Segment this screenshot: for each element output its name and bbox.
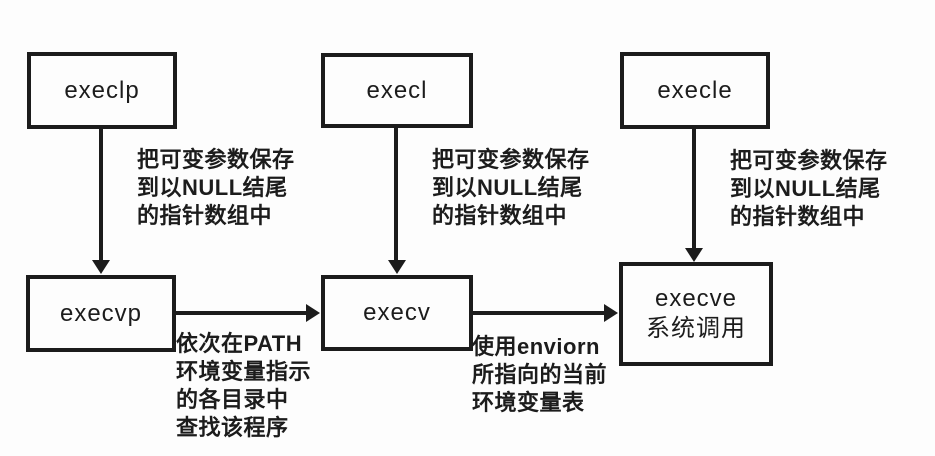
box-execle-label: execle — [657, 76, 733, 104]
arrow-line — [99, 129, 103, 262]
annotation-line: 使用enviorn — [472, 334, 600, 359]
arrow-line — [473, 311, 605, 315]
annotation-line: 到以NULL结尾 — [730, 176, 881, 201]
annotation-line: 的指针数组中 — [730, 204, 866, 229]
box-execve-sublabel: 系统调用 — [646, 315, 746, 342]
annotation-line: 的指针数组中 — [432, 203, 568, 228]
arrow-line — [692, 129, 696, 249]
annotation-execl-arrow: 把可变参数保存 到以NULL结尾 的指针数组中 — [432, 146, 590, 230]
box-execle: execle — [620, 52, 770, 129]
arrow-right-icon — [604, 304, 618, 322]
annotation-line: 到以NULL结尾 — [432, 175, 583, 200]
annotation-execv-environ: 使用enviorn 所指向的当前 环境变量表 — [472, 333, 607, 417]
annotation-execvp-path-search: 依次在PATH 环境变量指示 的各目录中 查找该程序 — [176, 330, 311, 442]
annotation-line: 把可变参数保存 — [432, 147, 590, 172]
box-execv-label: execv — [363, 299, 431, 326]
arrow-down-icon — [92, 260, 110, 274]
box-execve: execve 系统调用 — [619, 262, 773, 366]
annotation-line: 把可变参数保存 — [137, 147, 295, 172]
annotation-line: 查找该程序 — [176, 415, 289, 440]
arrow-down-icon — [685, 248, 703, 262]
box-execlp-label: execlp — [64, 76, 140, 104]
annotation-line: 的各目录中 — [176, 387, 289, 412]
annotation-line: 把可变参数保存 — [730, 148, 888, 173]
annotation-line: 所指向的当前 — [472, 362, 608, 387]
box-execl: execl — [321, 53, 473, 128]
annotation-line: 环境变量表 — [472, 390, 585, 415]
arrow-line — [176, 311, 308, 315]
arrow-line — [394, 128, 398, 262]
box-execl-label: execl — [366, 76, 428, 104]
annotation-line: 环境变量指示 — [176, 359, 312, 384]
arrow-down-icon — [388, 260, 406, 274]
annotation-execle-arrow: 把可变参数保存 到以NULL结尾 的指针数组中 — [730, 147, 888, 231]
annotation-line: 依次在PATH — [176, 331, 303, 356]
box-execvp-label: execvp — [59, 299, 143, 327]
annotation-execlp-arrow: 把可变参数保存 到以NULL结尾 的指针数组中 — [137, 146, 295, 230]
box-execlp: execlp — [27, 52, 177, 129]
annotation-line: 到以NULL结尾 — [137, 175, 288, 200]
box-execv: execv — [321, 275, 473, 351]
box-execve-label: execve — [654, 285, 738, 312]
arrow-right-icon — [306, 304, 320, 322]
annotation-line: 的指针数组中 — [137, 203, 273, 228]
box-execvp: execvp — [26, 275, 176, 352]
